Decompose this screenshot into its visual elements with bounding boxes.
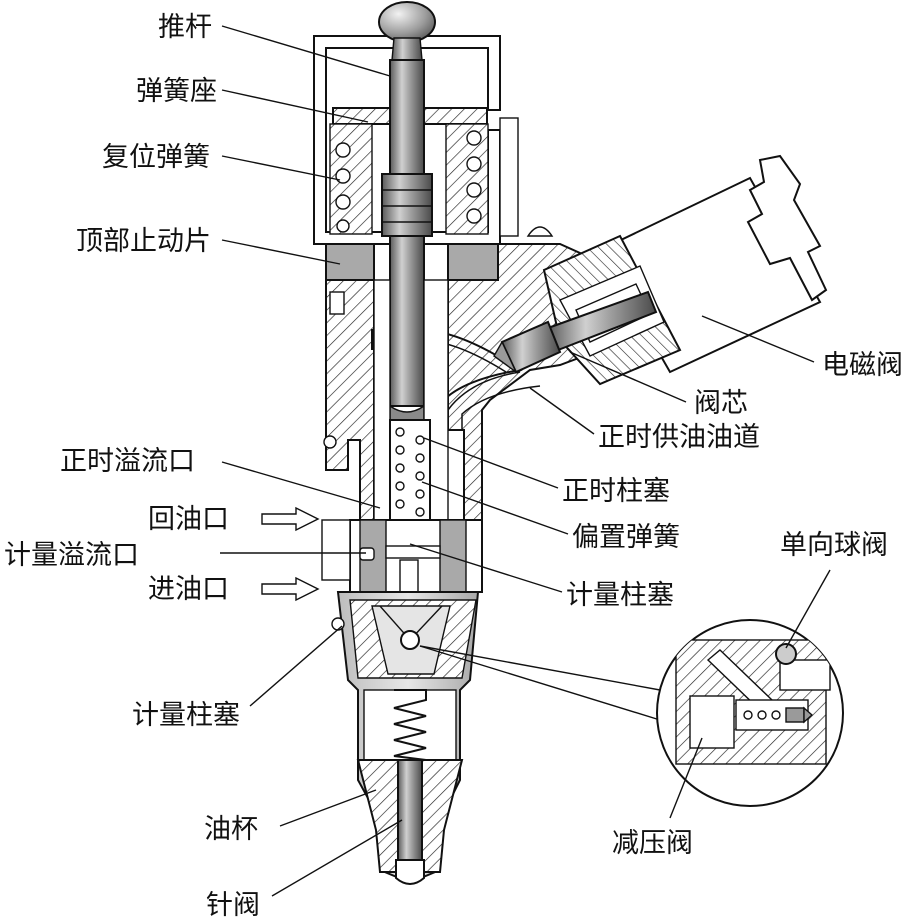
label-timing-plunger: 正时柱塞	[562, 476, 670, 507]
label-solenoid-valve: 电磁阀	[822, 350, 903, 381]
label-oil-return-port: 回油口	[148, 504, 229, 535]
label-spring-seat: 弹簧座	[136, 76, 217, 107]
oil-inlet-arrow	[261, 576, 320, 602]
label-needle-valve: 针阀	[206, 890, 260, 921]
label-top-stop-plate: 顶部止动片	[76, 226, 211, 257]
oil-return-arrow	[261, 506, 320, 532]
label-push-rod: 推杆	[158, 12, 212, 43]
timing-plunger	[389, 419, 431, 521]
label-metering-plunger-right: 计量柱塞	[566, 580, 674, 611]
leader-lines	[220, 25, 831, 897]
label-metering-plunger-left: 计量柱塞	[132, 700, 240, 731]
label-valve-core: 阀芯	[694, 388, 748, 419]
bias-spring	[395, 427, 425, 517]
lower-barrel	[321, 519, 483, 593]
return-spring	[329, 123, 489, 235]
top-stop-plate	[325, 243, 499, 281]
label-bias-spring: 偏置弹簧	[572, 522, 680, 553]
label-oil-cup: 油杯	[204, 814, 258, 845]
labels: 推杆 弹簧座 复位弹簧 顶部止动片 正时溢流口 回油口 计量溢流口 进油口 计量…	[4, 12, 903, 921]
plunger-bore	[373, 279, 449, 521]
label-timing-spill-port: 正时溢流口	[60, 446, 195, 477]
needle-valve	[395, 759, 425, 885]
label-metering-spill-port: 计量溢流口	[4, 540, 139, 571]
label-pressure-relief-valve: 减压阀	[612, 828, 693, 859]
detail-inset	[419, 619, 844, 807]
label-return-spring: 复位弹簧	[102, 142, 210, 173]
label-check-ball-valve: 单向球阀	[780, 530, 888, 561]
label-oil-inlet-port: 进油口	[148, 574, 229, 605]
valve-core	[493, 290, 658, 375]
label-timing-supply-passage: 正时供油油道	[598, 422, 760, 453]
needle-spring	[363, 689, 457, 761]
